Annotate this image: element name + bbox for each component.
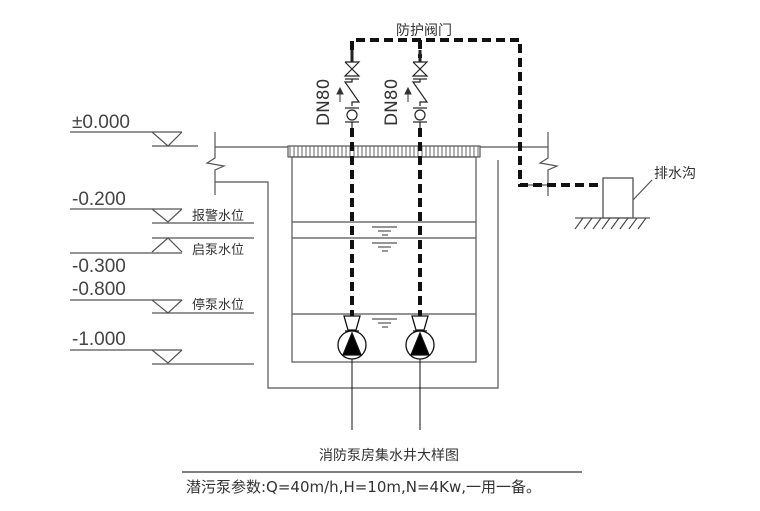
elevation-label: ±0.000 (72, 112, 130, 133)
drain-ditch: 排水沟 (574, 166, 696, 230)
pump-stop-level-label: 停泵水位 (192, 297, 244, 313)
elevation-0200: -0.200 报警水位 (70, 189, 254, 224)
pump-start-level-label: 启泵水位 (192, 243, 244, 258)
submersible-pump-1 (337, 315, 367, 430)
elevation-label: -0.800 (72, 279, 126, 300)
valve-assembly-2 (411, 50, 429, 128)
elevation-label: -0.200 (72, 189, 126, 210)
elevation-label: -1.000 (72, 329, 126, 350)
protective-valve-label: 防护阀门 (396, 23, 452, 39)
pump-parameters: 潜污泵参数:Q=40m/h,H=10m,N=4Kw,一用一备。 (186, 478, 541, 496)
pipe-size-label-2: DN80 (382, 79, 402, 126)
elevation-label: -0.300 (72, 256, 126, 277)
elevation-0000: ±0.000 (70, 112, 198, 147)
drawing-title: 消防泵房集水井大样图 (319, 447, 459, 464)
sump-inner-well (291, 156, 477, 363)
pipe-size-label-1: DN80 (314, 79, 334, 126)
water-level-symbol (372, 226, 397, 328)
sump-outer-wall (215, 160, 548, 389)
valve-assembly-1 (343, 50, 361, 128)
alarm-level-label: 报警水位 (192, 208, 244, 224)
cover-grating (287, 145, 481, 158)
flow-arrow-icon (336, 86, 412, 102)
submersible-pump-2 (405, 315, 435, 430)
elevation-0300: 启泵水位 -0.300 (70, 237, 254, 277)
elevation-0800: -0.800 停泵水位 (70, 279, 254, 314)
elevation-1000: -1.000 (70, 329, 254, 365)
drain-ditch-label: 排水沟 (654, 166, 696, 182)
ground-lines (205, 132, 560, 196)
elevation-marks: ±0.000 -0.200 报警水位 启泵水位 -0.300 -0.800 停泵… (70, 112, 254, 365)
